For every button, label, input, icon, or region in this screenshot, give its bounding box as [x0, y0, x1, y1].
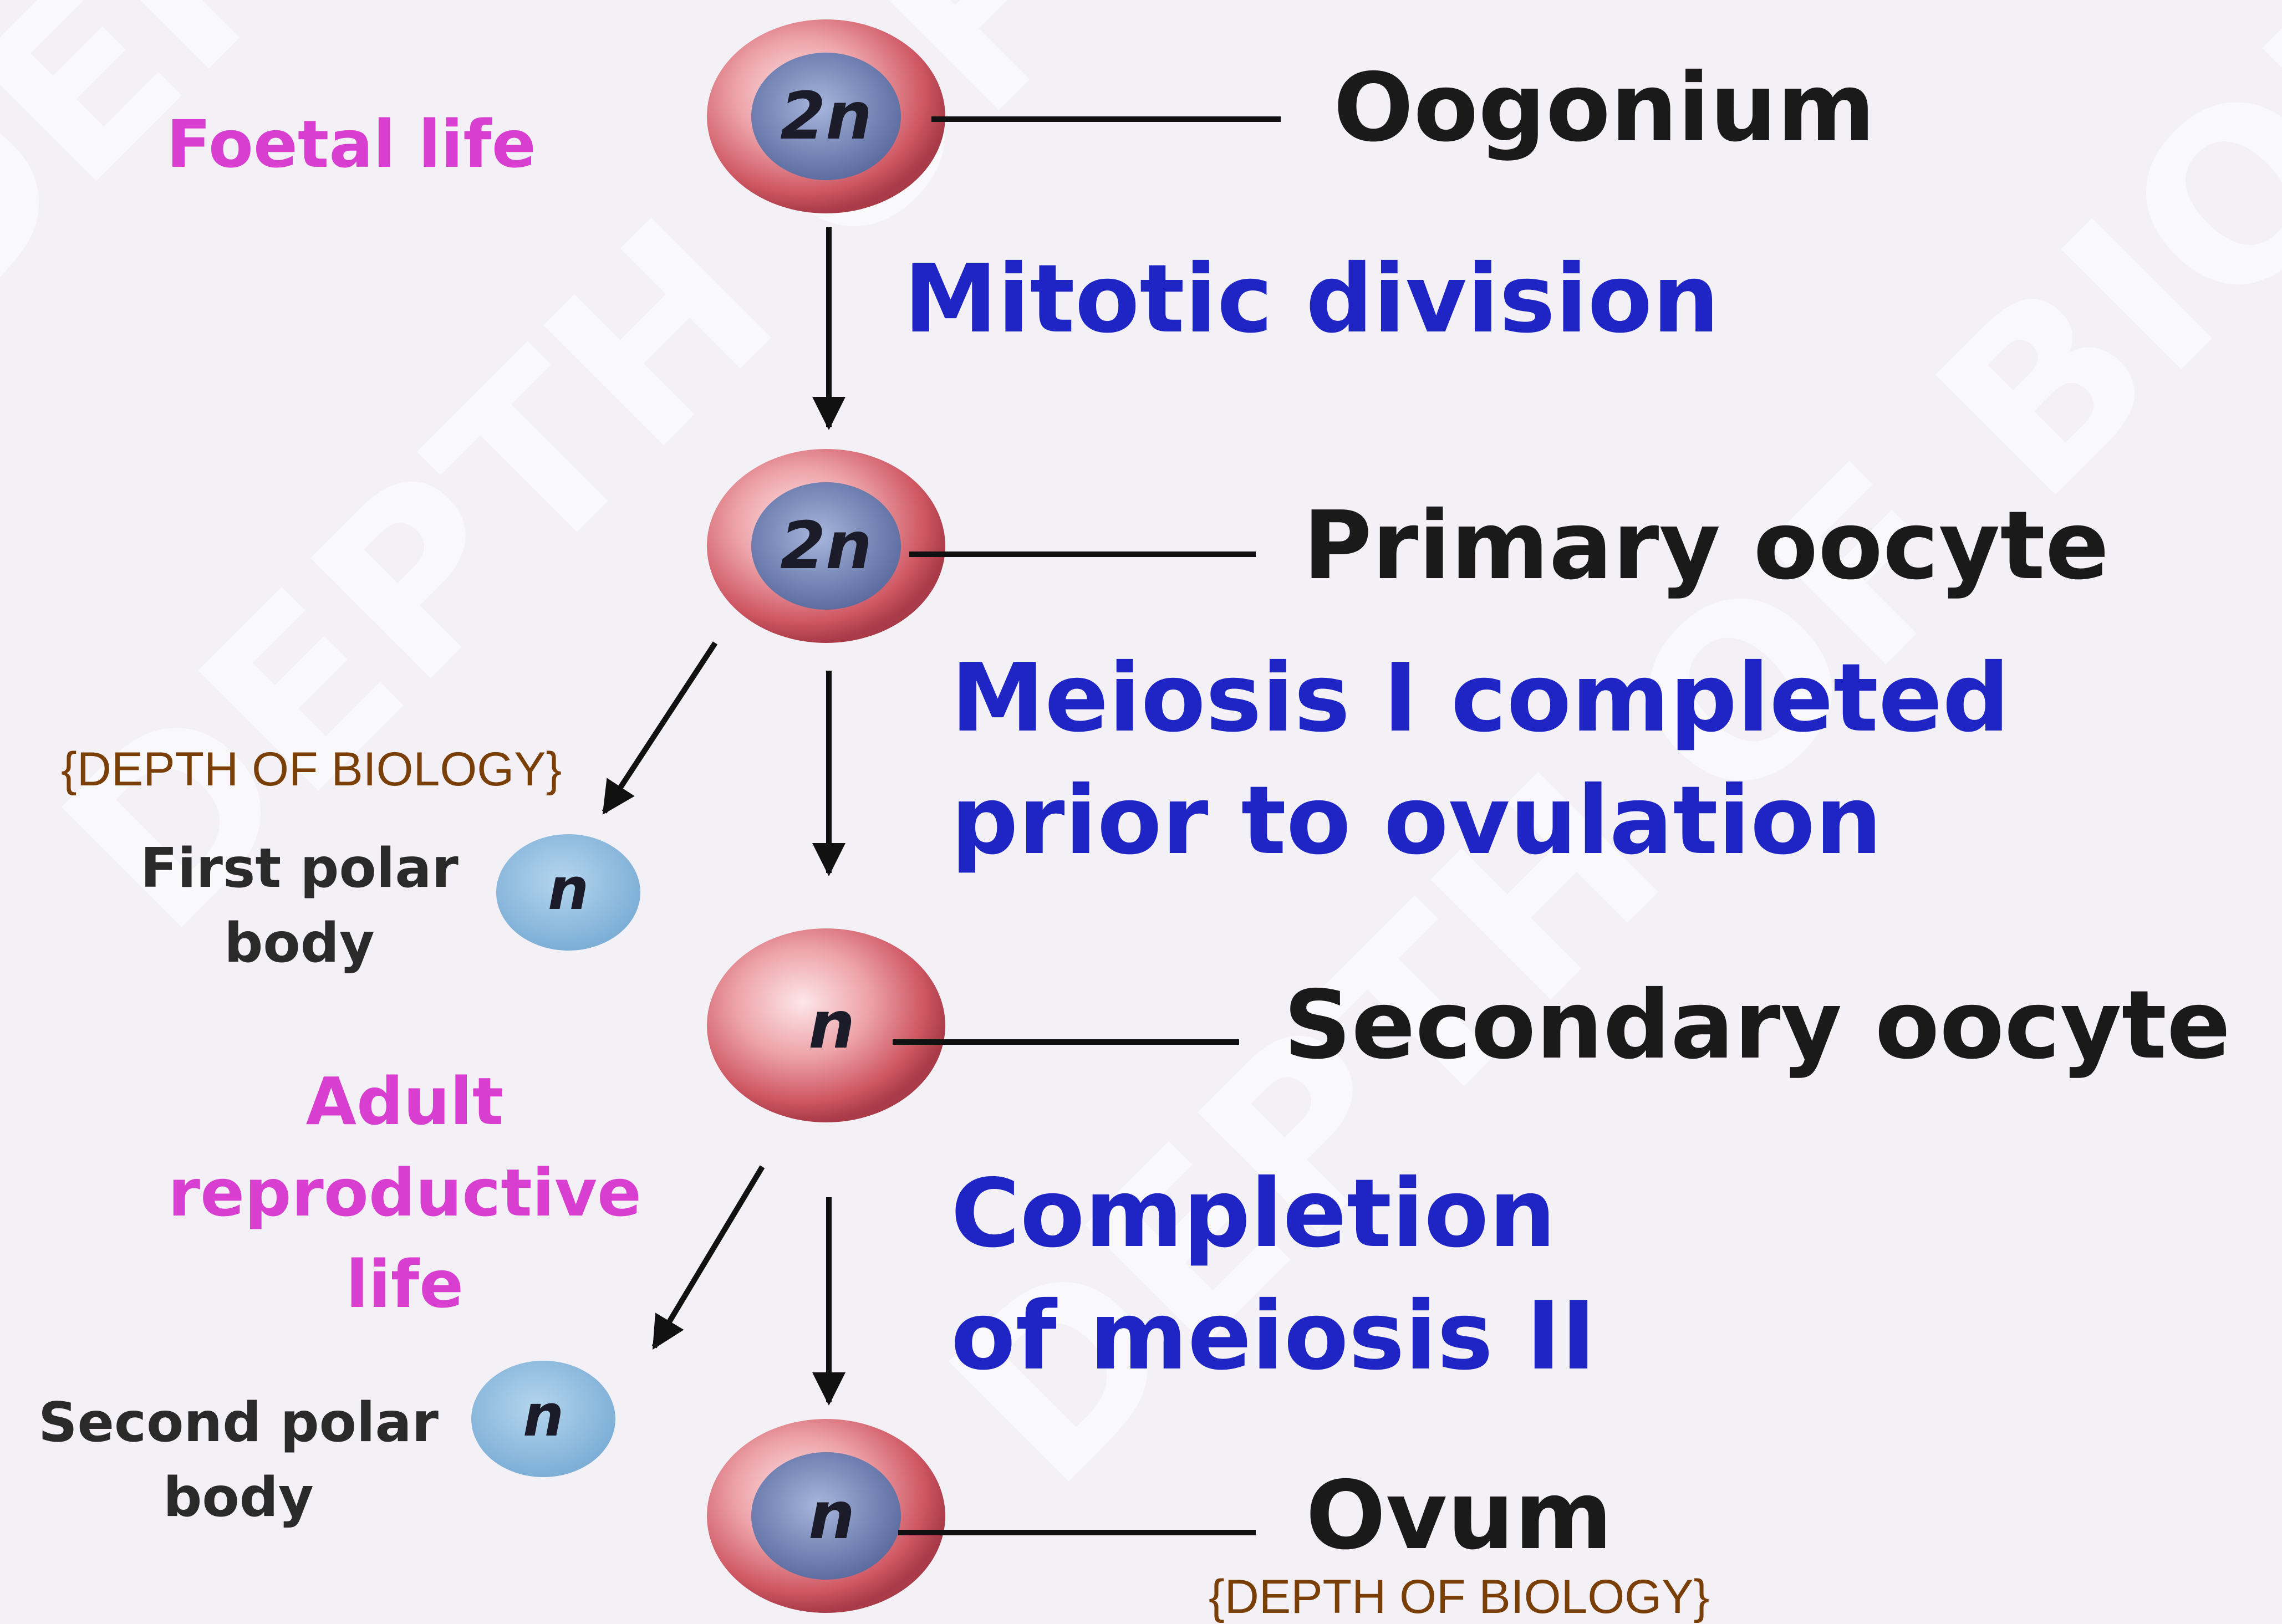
secondary-oocyte-ploidy: n [808, 987, 855, 1063]
adult-life-line1: Adult [139, 1056, 671, 1147]
ovum-cell: n [707, 1419, 945, 1613]
meiosis1-label: Meiosis I completed prior to ovulation [951, 637, 2010, 882]
credit-top: {DEPTH OF BIOLOGY} [61, 745, 562, 793]
primary-oocyte-ploidy: 2n [780, 507, 872, 584]
second-polar-body: n [471, 1361, 615, 1477]
first-polar-line2: body [111, 906, 488, 981]
second-polar-label: Second polar body [17, 1386, 460, 1535]
oogonium-ploidy: 2n [780, 78, 872, 154]
first-polar-ploidy: n [548, 855, 589, 923]
first-polar-body: n [496, 834, 640, 951]
credit-bottom: {DEPTH OF BIOLOGY} [1209, 1573, 1709, 1621]
meiosis2-line1: Completion [951, 1153, 1596, 1275]
adult-life-label: Adult reproductive life [139, 1056, 671, 1322]
secondary-oocyte-label: Secondary oocyte [1283, 978, 2230, 1073]
ovum-label: Ovum [1306, 1469, 1613, 1563]
second-polar-line1: Second polar [17, 1386, 460, 1460]
meiosis1-line1: Meiosis I completed [951, 637, 2010, 760]
adult-life-line2: reproductive [139, 1147, 671, 1239]
oogonium-label: Oogonium [1333, 61, 1875, 155]
foetal-life-label: Foetal life [166, 99, 536, 190]
oogonium-cell: 2n [707, 19, 945, 213]
mitotic-division-label: Mitotic division [904, 238, 1719, 361]
primary-oocyte-label: Primary oocyte [1303, 499, 2109, 593]
first-polar-arrow [604, 643, 715, 812]
first-polar-line1: First polar [111, 831, 488, 906]
secondary-oocyte-cell: n [707, 928, 945, 1122]
ovum-ploidy: n [808, 1477, 855, 1554]
first-polar-label: First polar body [111, 831, 488, 981]
second-polar-ploidy: n [523, 1382, 564, 1449]
primary-oocyte-cell: 2n [707, 449, 945, 643]
second-polar-line2: body [17, 1460, 460, 1535]
meiosis1-line2: prior to ovulation [951, 760, 2010, 882]
adult-life-line3: life [139, 1239, 671, 1330]
meiosis2-line2: of meiosis II [951, 1275, 1596, 1398]
meiosis2-label: Completion of meiosis II [951, 1153, 1596, 1398]
